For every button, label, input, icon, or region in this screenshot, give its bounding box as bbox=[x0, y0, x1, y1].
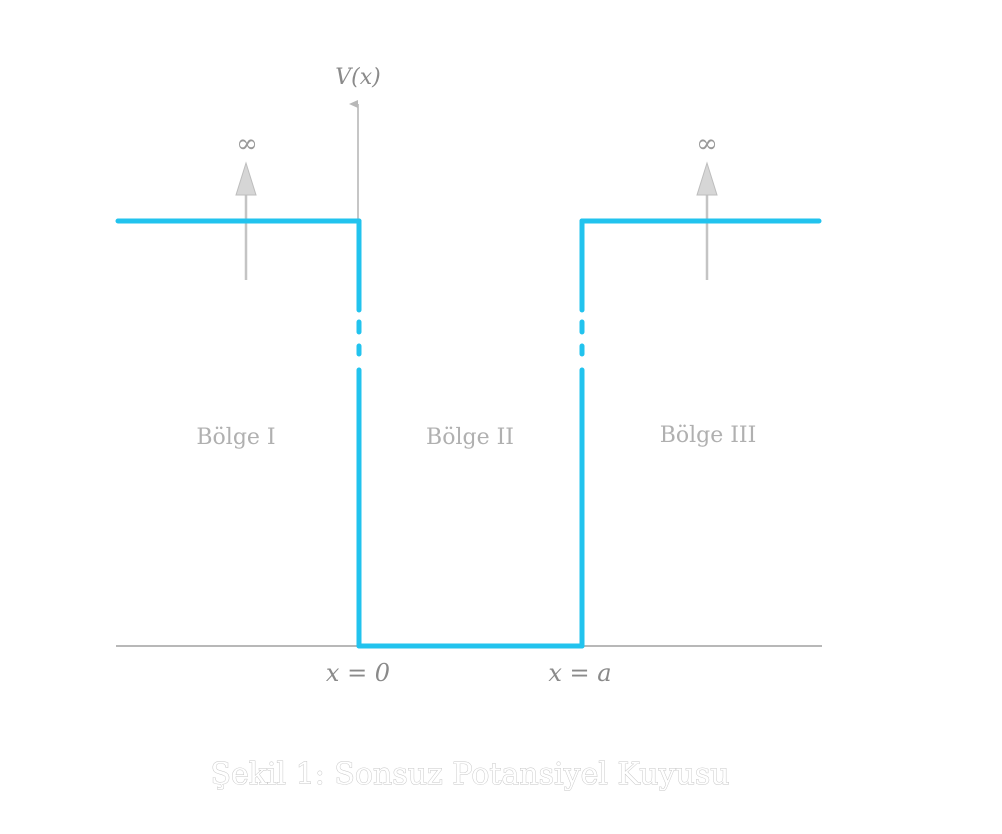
region-1-label: Bölge I bbox=[196, 425, 275, 450]
potential-curve bbox=[115, 218, 822, 649]
infinity-symbol-left: ∞ bbox=[236, 129, 258, 159]
x-zero-label: x = 0 bbox=[326, 659, 390, 687]
region-3-label: Bölge III bbox=[660, 423, 757, 448]
region-2-label: Bölge II bbox=[426, 425, 514, 450]
figure-caption: Şekil 1: Sonsuz Potansiyel Kuyusu bbox=[210, 757, 729, 792]
x-a-label: x = a bbox=[548, 659, 611, 687]
infinity-symbol-right: ∞ bbox=[696, 129, 718, 159]
infinity-arrow-right bbox=[696, 161, 718, 280]
y-axis-label: V(x) bbox=[335, 65, 380, 90]
infinity-arrow-left bbox=[235, 161, 257, 280]
